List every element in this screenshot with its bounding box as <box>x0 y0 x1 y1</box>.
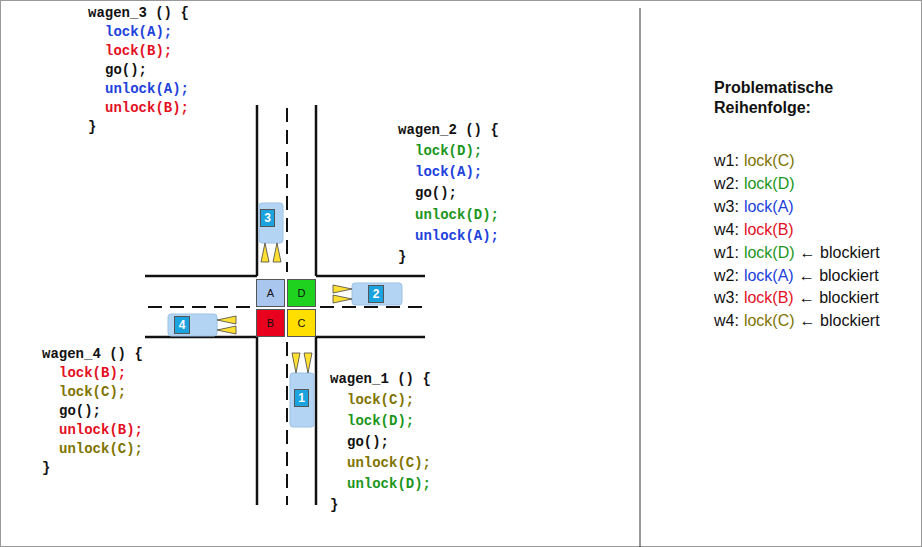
lock-call: lock(D) <box>744 174 795 194</box>
step-label: w4: <box>714 220 739 240</box>
lane-markings <box>148 108 425 505</box>
node-text: 1 <box>298 391 305 405</box>
node-text: C <box>298 317 306 329</box>
step-label: w4: <box>714 311 739 331</box>
code-line: lock(A); <box>415 164 482 181</box>
code-line: go(); <box>415 185 457 202</box>
code-line: lock(D); <box>415 143 482 160</box>
car-number: 4 <box>174 316 190 334</box>
car-number: 1 <box>294 389 309 407</box>
code-line: go(); <box>347 434 389 451</box>
car-number: 2 <box>368 285 384 303</box>
lock-call: lock(A) <box>744 197 794 217</box>
code-line: go(); <box>59 403 101 420</box>
node-text: 4 <box>179 318 186 332</box>
status-note: ← blockiert <box>799 288 879 308</box>
lock-call: lock(D) <box>744 243 795 263</box>
status-note: ← blockiert <box>800 243 880 263</box>
code-line: unlock(C); <box>59 441 143 458</box>
node-text: A <box>267 287 274 299</box>
function-header: wagen_2 () { <box>398 122 499 139</box>
function-header: wagen_3 () { <box>88 5 189 22</box>
lock-call: lock(B) <box>744 220 794 240</box>
code-line: lock(C); <box>347 392 414 409</box>
code-line: unlock(A); <box>105 81 189 98</box>
code-line: lock(B); <box>105 43 172 60</box>
closing-brace: } <box>398 249 406 266</box>
closing-brace: } <box>330 497 338 514</box>
lock-call: lock(B) <box>744 288 794 308</box>
node-text: B <box>267 317 274 329</box>
step-label: w1: <box>714 243 739 263</box>
code-line: lock(D); <box>347 413 414 430</box>
code-line: unlock(D); <box>415 207 499 224</box>
node-text: 3 <box>264 211 271 225</box>
panel-heading: Problematische Reihenfolge: <box>714 78 884 118</box>
code-line: go(); <box>105 62 147 79</box>
lock-call: lock(C) <box>744 151 795 171</box>
code-line: lock(A); <box>105 24 172 41</box>
step-label: w3: <box>714 288 739 308</box>
closing-brace: } <box>42 460 50 477</box>
divider <box>640 8 641 547</box>
intersection-square: B <box>256 309 285 337</box>
lock-call: lock(C) <box>744 311 795 331</box>
node-text: 2 <box>373 287 380 301</box>
code-line: unlock(B); <box>59 422 143 439</box>
code-line: unlock(D); <box>347 476 431 493</box>
car-number: 3 <box>260 209 275 227</box>
intersection-square: A <box>256 279 285 307</box>
node-text: D <box>298 287 306 299</box>
status-note: ← blockiert <box>799 266 879 286</box>
step-label: w1: <box>714 151 739 171</box>
code-line: lock(C); <box>59 384 126 401</box>
code-line: lock(B); <box>59 365 126 382</box>
step-label: w2: <box>714 174 739 194</box>
code-line: unlock(C); <box>347 455 431 472</box>
closing-brace: } <box>88 119 96 136</box>
intersection-square: D <box>287 279 316 307</box>
function-header: wagen_4 () { <box>42 346 143 363</box>
step-label: w2: <box>714 266 739 286</box>
headlights <box>217 243 352 373</box>
step-label: w3: <box>714 197 739 217</box>
code-line: unlock(A); <box>415 228 499 245</box>
lock-call: lock(A) <box>744 266 794 286</box>
function-header: wagen_1 () { <box>330 371 431 388</box>
status-note: ← blockiert <box>800 311 880 331</box>
intersection-square: C <box>287 309 316 337</box>
code-line: unlock(B); <box>105 100 189 117</box>
road-edges <box>145 105 425 505</box>
